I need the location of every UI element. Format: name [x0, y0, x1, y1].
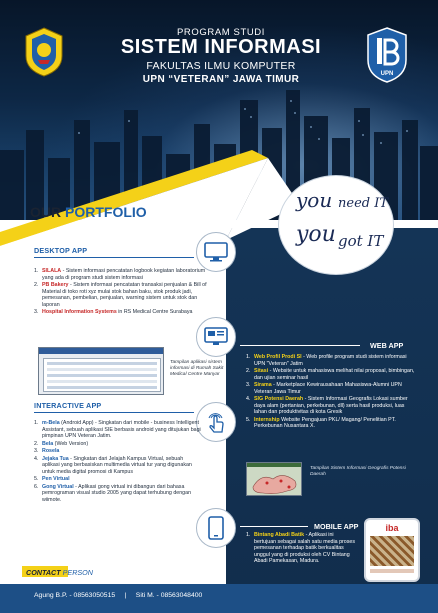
header-faculty: FAKULTAS ILMU KOMPUTER: [146, 60, 296, 72]
list-item: 1.SILALA - Sistem informasi pencatatan l…: [34, 268, 206, 281]
desktop-app-list: 1.SILALA - Sistem informasi pencatatan l…: [34, 268, 216, 317]
list-item: 4.Jejaka Tua - Singkatan dari Jelajah Ka…: [34, 455, 192, 475]
slogan-you-2: you: [296, 222, 336, 247]
web-caption: Tampilan Sistem Informasi Geografis Pote…: [310, 466, 406, 477]
list-item: 1.Bintang Abadi Batik - Aplikasi ini ber…: [246, 532, 356, 564]
list-item: 2.Bela (Web Version): [34, 440, 89, 447]
header-program-title: SISTEM INFORMASI: [120, 36, 322, 58]
list-item: 5.Internship Website Pengajuan PKL/ Maga…: [246, 416, 396, 430]
upn-shield-logo: UPN: [367, 27, 407, 83]
list-item: 3.Rosela: [34, 448, 60, 454]
portfolio-heading: OUR PORTFOLIO: [30, 204, 147, 220]
sig-map-screenshot: [246, 462, 302, 496]
list-item: 3.Sirama - Marketplace Kewirausahaan Mah…: [246, 382, 402, 395]
list-item: 1.Web Profil Prodi SI - Web profile prog…: [246, 354, 407, 367]
monitor-icon: [204, 242, 228, 262]
slogan-bubble: [278, 175, 394, 275]
interactive-app-list: 1.m-Bela (Android App) - Singkatan dari …: [34, 420, 202, 504]
web-app-label: WEB APP: [370, 341, 404, 350]
slogan-got-it: got IT: [338, 232, 384, 250]
touch-hand-icon: [208, 413, 224, 433]
desktop-caption: Tampilan aplikasi sistem informasi di Ru…: [170, 360, 224, 377]
interactive-rule: [34, 412, 194, 413]
header-program-label: PROGRAM STUDI: [176, 27, 266, 38]
hospital-app-screenshot: [38, 347, 164, 395]
university-crest-logo: [25, 27, 63, 77]
contact-highlight: [22, 566, 68, 577]
desktop-icon-circle: [196, 232, 236, 272]
web-browser-icon: [204, 327, 228, 345]
mobile-app-label: MOBILE APP: [314, 522, 359, 531]
contact-bar: [0, 584, 438, 613]
portfolio-our: OUR: [30, 204, 65, 220]
mobile-icon-circle: [196, 508, 236, 548]
person-word: PERSON: [60, 568, 93, 577]
web-app-list: 1.Web Profil Prodi SI - Web profile prog…: [246, 354, 418, 431]
web-app-rule: [240, 345, 360, 346]
mobile-phone-mockup: iba: [364, 518, 420, 582]
desktop-rule: [34, 257, 194, 258]
portfolio-word: PORTFOLIO: [65, 204, 147, 220]
list-item: 2.Sitasi - Website untuk mahasiswa melih…: [246, 368, 415, 381]
list-item: 1.m-Bela (Android App) - Singkatan dari …: [34, 420, 201, 439]
web-icon-circle: [196, 317, 236, 357]
map-thumbnail-icon: [252, 475, 297, 494]
upn-logo-text: UPN: [381, 71, 394, 77]
list-item: 3.Hospital Information Systems in RS Med…: [34, 309, 193, 315]
mobile-app-list: 1.Bintang Abadi Batik - Aplikasi ini ber…: [246, 532, 356, 566]
list-item: 5.Pen Virtual: [34, 476, 70, 482]
slogan-you-1: you: [296, 188, 333, 212]
mobile-app-rule: [240, 526, 308, 527]
desktop-app-label: DESKTOP APP: [34, 246, 88, 255]
contact-line: Agung B.P. - 08563050515 | Siti M. - 085…: [34, 592, 203, 599]
contact-title: CONTACT PERSON: [26, 568, 93, 577]
slogan-need-it: need IT: [338, 196, 389, 211]
header-university: UPN “VETERAN” JAWA TIMUR: [142, 74, 300, 85]
phone-brand-text: iba: [385, 523, 399, 533]
smartphone-icon: [208, 516, 224, 540]
interactive-icon-circle: [196, 402, 236, 442]
interactive-app-label: INTERACTIVE APP: [34, 401, 102, 410]
list-item: 2.PB Bakery - Sistem informasi pencatata…: [34, 282, 207, 308]
list-item: 6.Gong Virtual - Aplikasi gong virtual i…: [34, 483, 192, 503]
contact-word: CONTACT: [26, 568, 61, 577]
list-item: 4.SIG Potensi Daerah - Sistem Informasi …: [246, 396, 408, 415]
